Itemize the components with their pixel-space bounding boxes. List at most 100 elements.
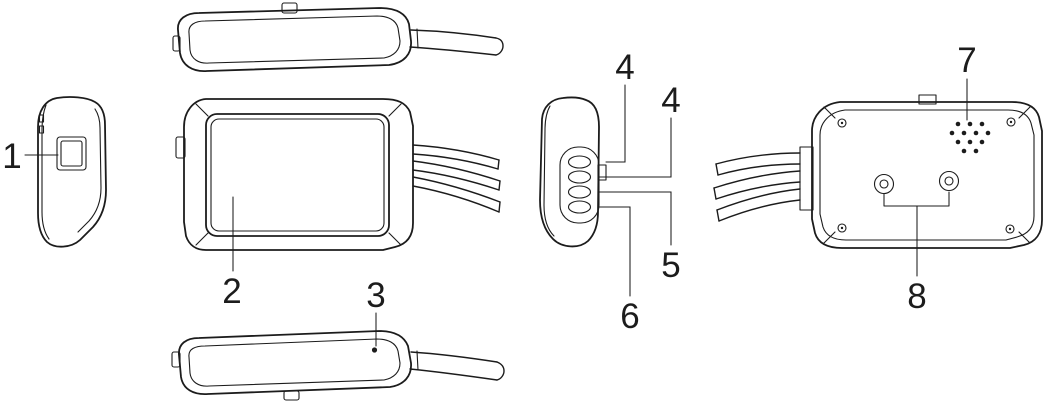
front-ribbon-3-top (412, 176, 501, 203)
speaker-hole (979, 139, 985, 145)
rear-ribbon-2-cap (713, 187, 717, 200)
top-cable-root-tick (416, 28, 419, 49)
button-2 (567, 170, 592, 184)
rear-ribbon-2-bottom (715, 181, 801, 200)
top-notch (281, 2, 298, 14)
button-3 (567, 185, 592, 199)
front-ribbon-3-cap (498, 201, 501, 213)
leader-line-6 (598, 206, 631, 297)
speaker-hole (961, 148, 967, 154)
rear-corner-chamfers (823, 106, 1031, 244)
bottom-cable-lower-line (409, 368, 498, 381)
left-side-outline (37, 96, 107, 248)
front-ribbon-1-cap (497, 159, 500, 170)
button-1 (567, 155, 592, 169)
left-side-inner-edge-left (41, 104, 50, 240)
rear-ribbon-3-cap (716, 209, 720, 222)
rear-ribbon-1-cap (715, 163, 719, 176)
left-side-tick-bottom (38, 125, 45, 134)
leader-line-4a (605, 84, 626, 163)
left-side-inner-edge-right (77, 108, 102, 233)
top-cable-upper-line (410, 29, 497, 39)
left-side-latch-outer (56, 136, 87, 171)
rear-outline (811, 101, 1043, 249)
right-side-slot (597, 164, 607, 181)
rear-corner-screws (837, 117, 1016, 234)
corner-screw-bottom-right (1005, 224, 1015, 234)
mount-screw-left-inner (879, 179, 889, 189)
speaker-hole (985, 130, 991, 136)
callout-label-6: 6 (620, 297, 639, 336)
rear-ribbon-1-top (715, 152, 801, 165)
rear-ribbon-3-bottom (718, 199, 801, 222)
corner-screw-dot-bl (840, 226, 844, 230)
front-ribbon-2-bottom (412, 169, 500, 191)
corner-screw-bottom-left (837, 223, 847, 233)
mount-screw-right-inner (944, 176, 954, 186)
speaker-hole (949, 130, 955, 136)
corner-screw-top-left (837, 118, 847, 128)
rear-mount-screws (873, 170, 960, 195)
front-ribbon-3-bottom (412, 185, 500, 213)
top-left-tab (172, 35, 181, 52)
left-side-latch-inner (60, 140, 83, 167)
speaker-hole (961, 130, 967, 136)
rear-inner-outline (819, 109, 1035, 241)
callout-label-5: 5 (661, 246, 680, 285)
callout-leaders (24, 78, 968, 347)
front-ribbon-2-top (412, 160, 501, 182)
right-side-inner-edge (543, 105, 555, 237)
callout-label-7: 7 (957, 41, 976, 80)
rear-cable-connector (799, 146, 814, 211)
leader-line-5 (598, 191, 672, 246)
corner-screw-dot-tl (840, 121, 844, 125)
front-ribbon-1-top (412, 144, 500, 161)
button-4 (567, 200, 592, 214)
speaker-hole (979, 121, 985, 127)
right-side-outline (539, 96, 600, 248)
mount-screw-right-outer (938, 170, 960, 192)
front-outline (183, 98, 414, 251)
speaker-hole (955, 139, 961, 145)
callout-label-1: 1 (2, 137, 21, 176)
button-housing (559, 146, 600, 224)
bottom-inner-outline (188, 338, 401, 387)
top-outline (177, 7, 412, 72)
bottom-cable-upper-line (410, 351, 498, 363)
bottom-cable-end-cap (496, 361, 505, 381)
callout-label-4b: 4 (661, 81, 680, 120)
rear-ribbon-2-top (713, 170, 801, 189)
corner-screw-dot-br (1008, 227, 1012, 231)
bottom-cable-root-tick (416, 350, 419, 371)
corner-screw-top-right (1006, 117, 1016, 127)
callout-label-2: 2 (222, 272, 241, 311)
front-corner-chamfers (195, 103, 402, 246)
top-cable-lower-line (409, 46, 497, 56)
front-ribbon-1-bottom (412, 153, 499, 170)
view-bottom (171, 330, 505, 401)
callout-label-3: 3 (366, 276, 385, 315)
callout-label-4a: 4 (615, 48, 634, 87)
front-cable-ribbons (412, 144, 501, 213)
rear-speaker-holes (949, 121, 991, 154)
rear-cable-ribbons (713, 152, 801, 222)
speaker-hole (973, 148, 979, 154)
view-top (172, 2, 504, 72)
top-inner-outline (188, 15, 401, 64)
rear-ribbon-1-bottom (717, 163, 801, 176)
callout-label-8: 8 (907, 277, 926, 316)
corner-screw-dot-tr (1009, 120, 1013, 124)
bottom-mic-hole (371, 347, 378, 353)
left-side-tick-top (38, 114, 45, 123)
bottom-notch (283, 390, 300, 401)
rear-ribbon-3-top (716, 188, 801, 211)
view-right-side (539, 96, 607, 248)
speaker-hole (955, 121, 961, 127)
view-front (175, 98, 501, 251)
rear-top-notch (918, 94, 937, 105)
view-rear (713, 94, 1043, 249)
top-cable-end-cap (495, 37, 504, 56)
front-left-tab (175, 136, 186, 159)
callout-labels: 1 2 3 4 4 5 6 7 8 (2, 41, 976, 336)
